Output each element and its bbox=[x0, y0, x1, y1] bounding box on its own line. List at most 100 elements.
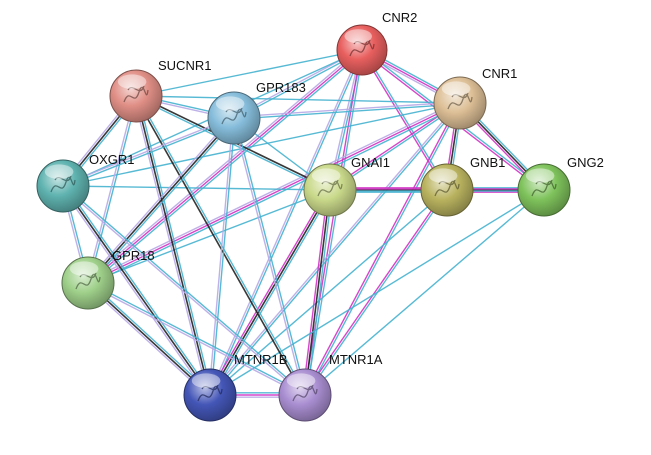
node-bubble[interactable] bbox=[517, 163, 571, 217]
node-highlight bbox=[311, 168, 341, 183]
node-sucnr1[interactable]: SUCNR1 bbox=[109, 58, 211, 123]
edge-SUCNR1-GPR18 bbox=[86, 95, 138, 284]
node-cnr1[interactable]: CNR1 bbox=[433, 66, 517, 130]
edge-GNAI1-MTNR1A bbox=[302, 189, 333, 396]
edge-GPR183-MTNR1A bbox=[232, 117, 307, 396]
edge-line-textmining bbox=[62, 116, 234, 186]
protein-structure-icon bbox=[317, 179, 343, 197]
edge-line-experimental bbox=[360, 50, 447, 191]
edge-line-coexpression bbox=[304, 189, 331, 396]
node-highlight bbox=[286, 373, 316, 388]
edge-CNR1-GPR18 bbox=[86, 100, 462, 286]
node-mtnr1a[interactable]: MTNR1A bbox=[278, 352, 383, 422]
node-highlight bbox=[441, 81, 471, 96]
edge-CNR2-GNB1 bbox=[360, 49, 449, 191]
edge-GNG2-MTNR1B bbox=[209, 189, 545, 396]
node-bubble[interactable] bbox=[61, 256, 115, 310]
edge-line-database bbox=[63, 184, 307, 395]
node-bubble[interactable] bbox=[336, 24, 388, 76]
node-mtnr1b[interactable]: MTNR1B bbox=[183, 352, 287, 422]
node-gpr18[interactable]: GPR18 bbox=[61, 248, 155, 310]
edge-OXGR1-MTNR1A bbox=[61, 184, 307, 397]
protein-structure-icon bbox=[349, 39, 375, 57]
edge-line-textmining bbox=[86, 284, 209, 398]
protein-structure-icon bbox=[123, 85, 149, 103]
edge-line-database bbox=[210, 103, 462, 397]
edge-line-database bbox=[304, 189, 545, 396]
edge-line-database bbox=[88, 96, 138, 284]
edge-line-database bbox=[306, 190, 333, 396]
edge-line-textmining bbox=[86, 100, 460, 282]
edge-line-textmining bbox=[61, 186, 305, 397]
edge-GNAI1-GPR18 bbox=[87, 189, 331, 284]
node-bubble[interactable] bbox=[109, 69, 163, 123]
edge-OXGR1-MTNR1B bbox=[60, 184, 213, 397]
protein-structure-icon bbox=[50, 175, 76, 193]
edge-line-textmining bbox=[87, 283, 305, 397]
node-bubble[interactable] bbox=[420, 163, 474, 217]
protein-structure-icon bbox=[292, 384, 318, 402]
node-oxgr1[interactable]: OXGR1 bbox=[36, 152, 135, 213]
node-highlight bbox=[525, 168, 555, 183]
node-bubble[interactable] bbox=[433, 76, 487, 130]
edge-CNR1-MTNR1B bbox=[208, 101, 462, 397]
edge-CNR2-SUCNR1 bbox=[135, 49, 363, 97]
edge-line-database bbox=[88, 281, 306, 395]
edge-line-experimental bbox=[87, 102, 461, 284]
node-highlight bbox=[191, 373, 221, 388]
edge-line-textmining bbox=[232, 118, 305, 396]
edge-line-textmining bbox=[86, 95, 136, 283]
node-cnr2[interactable]: CNR2 bbox=[336, 10, 417, 76]
edge-line-experimental bbox=[87, 49, 363, 284]
node-label: MTNR1B bbox=[234, 352, 287, 367]
edge-line-textmining bbox=[233, 101, 460, 118]
edge-GNG2-MTNR1A bbox=[304, 189, 545, 396]
node-highlight bbox=[215, 96, 245, 111]
protein-structure-icon bbox=[447, 92, 473, 110]
edge-line-experimental bbox=[303, 102, 460, 395]
protein-structure-icon bbox=[75, 272, 101, 290]
node-bubble[interactable] bbox=[207, 91, 261, 145]
edge-GPR183-OXGR1 bbox=[62, 116, 235, 188]
edge-GNB1-MTNR1B bbox=[209, 189, 448, 396]
node-label: GPR18 bbox=[112, 248, 155, 263]
edge-line-database bbox=[210, 118, 236, 396]
edge-line-textmining bbox=[208, 101, 460, 395]
edge-line-coexpression bbox=[134, 96, 305, 396]
edge-line-coexpression bbox=[209, 189, 331, 396]
edge-line-database bbox=[209, 189, 448, 396]
node-gng2[interactable]: GNG2 bbox=[517, 155, 604, 217]
node-label: CNR1 bbox=[482, 66, 517, 81]
node-highlight bbox=[117, 74, 147, 89]
protein-structure-icon bbox=[221, 107, 247, 125]
node-gpr183[interactable]: GPR183 bbox=[207, 80, 306, 145]
node-highlight bbox=[44, 164, 74, 179]
node-gnb1[interactable]: GNB1 bbox=[420, 155, 505, 217]
edge-line-textmining bbox=[60, 186, 209, 397]
edge-line-database bbox=[62, 185, 331, 191]
node-label: MTNR1A bbox=[329, 352, 383, 367]
edge-CNR2-MTNR1A bbox=[303, 49, 364, 396]
protein-structure-icon bbox=[531, 179, 557, 197]
node-bubble[interactable] bbox=[36, 159, 90, 213]
edge-line-database bbox=[209, 189, 545, 396]
edge-line-experimental bbox=[303, 189, 447, 395]
node-bubble[interactable] bbox=[278, 368, 332, 422]
node-bubble[interactable] bbox=[183, 368, 237, 422]
edge-line-coexpression bbox=[87, 282, 211, 396]
edge-GNAI1-OXGR1 bbox=[62, 185, 331, 191]
node-label: GPR183 bbox=[256, 80, 306, 95]
edge-line-textmining bbox=[208, 49, 362, 395]
edge-line-experimental bbox=[207, 188, 329, 395]
edge-CNR2-GPR18 bbox=[86, 47, 364, 286]
node-bubble[interactable] bbox=[303, 163, 357, 217]
edge-line-database bbox=[88, 51, 364, 286]
node-gnai1[interactable]: GNAI1 bbox=[303, 155, 390, 217]
edge-GPR18-MTNR1B bbox=[86, 280, 212, 398]
node-highlight bbox=[428, 168, 458, 183]
edge-SUCNR1-MTNR1B bbox=[133, 95, 213, 396]
edge-line-database bbox=[89, 280, 212, 394]
edge-GNAI1-MTNR1B bbox=[207, 188, 333, 397]
